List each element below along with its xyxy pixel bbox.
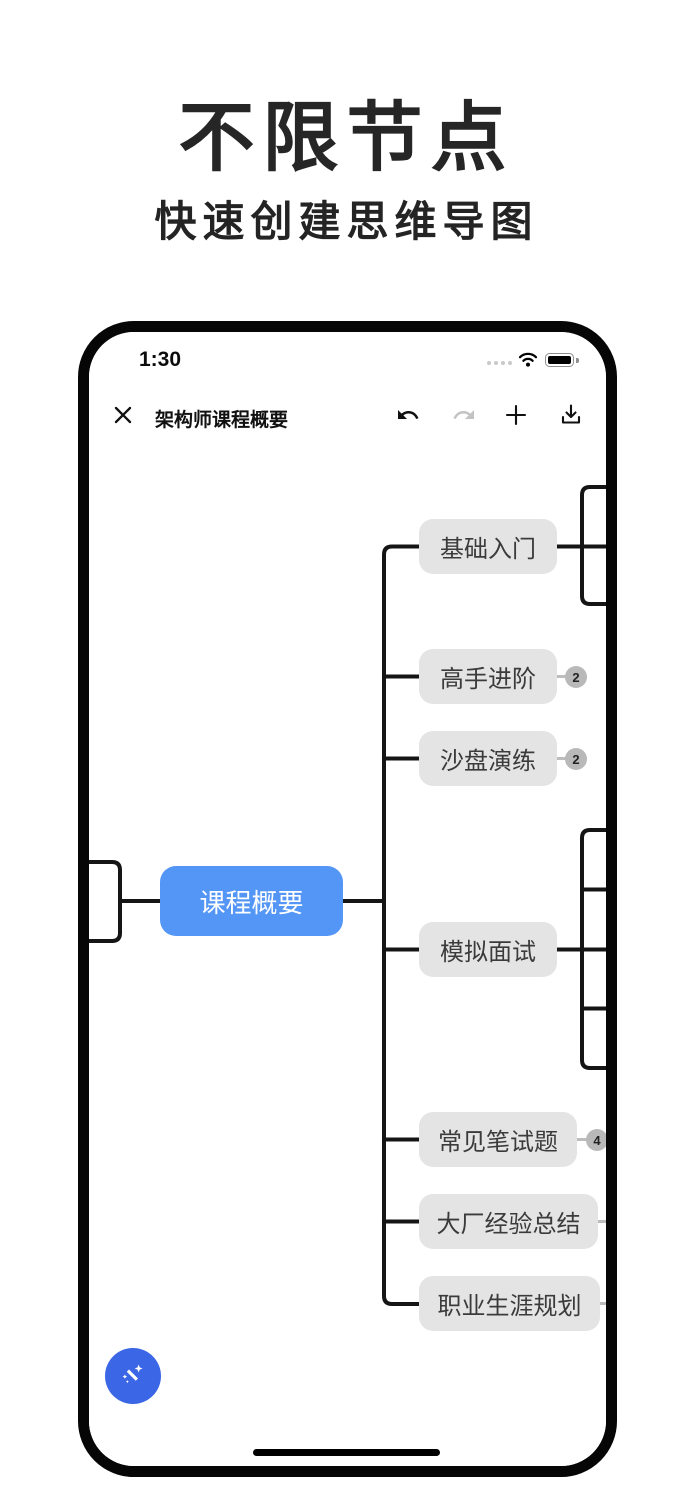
phone-mockup: 1:30 架构师课程概 (78, 321, 617, 1477)
collapsed-count-badge[interactable]: 2 (565, 666, 587, 688)
mindmap-node[interactable]: 高手进阶 (419, 649, 557, 704)
magic-wand-icon (122, 1364, 143, 1384)
magic-wand-fab[interactable] (105, 1348, 161, 1404)
undo-icon[interactable] (395, 402, 421, 428)
add-node-icon[interactable] (503, 402, 529, 428)
phone-screen: 1:30 架构师课程概 (89, 332, 606, 1466)
redo-icon[interactable] (451, 402, 477, 428)
battery-icon (545, 353, 574, 367)
mindmap-node[interactable]: 职业生涯规划 (419, 1276, 600, 1331)
collapsed-count-badge[interactable]: 4 (586, 1129, 606, 1151)
status-bar: 1:30 (89, 348, 606, 374)
mindmap-connectors (89, 485, 606, 1306)
wifi-icon (517, 351, 539, 373)
mindmap-node[interactable]: 基础入门 (419, 519, 557, 574)
mindmap-node[interactable]: 沙盘演练 (419, 731, 557, 786)
mindmap-node[interactable]: 模拟面试 (419, 922, 557, 977)
mindmap-node[interactable]: 常见笔试题 (419, 1112, 577, 1167)
mindmap-node[interactable]: 大厂经验总结 (419, 1194, 598, 1249)
cellular-signal-icon (487, 361, 512, 365)
mindmap-root-node[interactable]: 课程概要 (160, 866, 343, 936)
document-title: 架构师课程概要 (155, 410, 289, 431)
battery-tip-icon (576, 358, 579, 363)
status-time: 1:30 (139, 348, 182, 371)
hero-title: 不限节点 (178, 96, 515, 181)
hero-subtitle: 快速创建思维导图 (154, 198, 539, 245)
download-icon[interactable] (558, 402, 584, 428)
editor-toolbar: 架构师课程概要 (89, 398, 606, 432)
close-icon[interactable] (110, 402, 136, 428)
home-indicator[interactable] (253, 1449, 440, 1456)
collapsed-count-badge[interactable]: 2 (565, 748, 587, 770)
